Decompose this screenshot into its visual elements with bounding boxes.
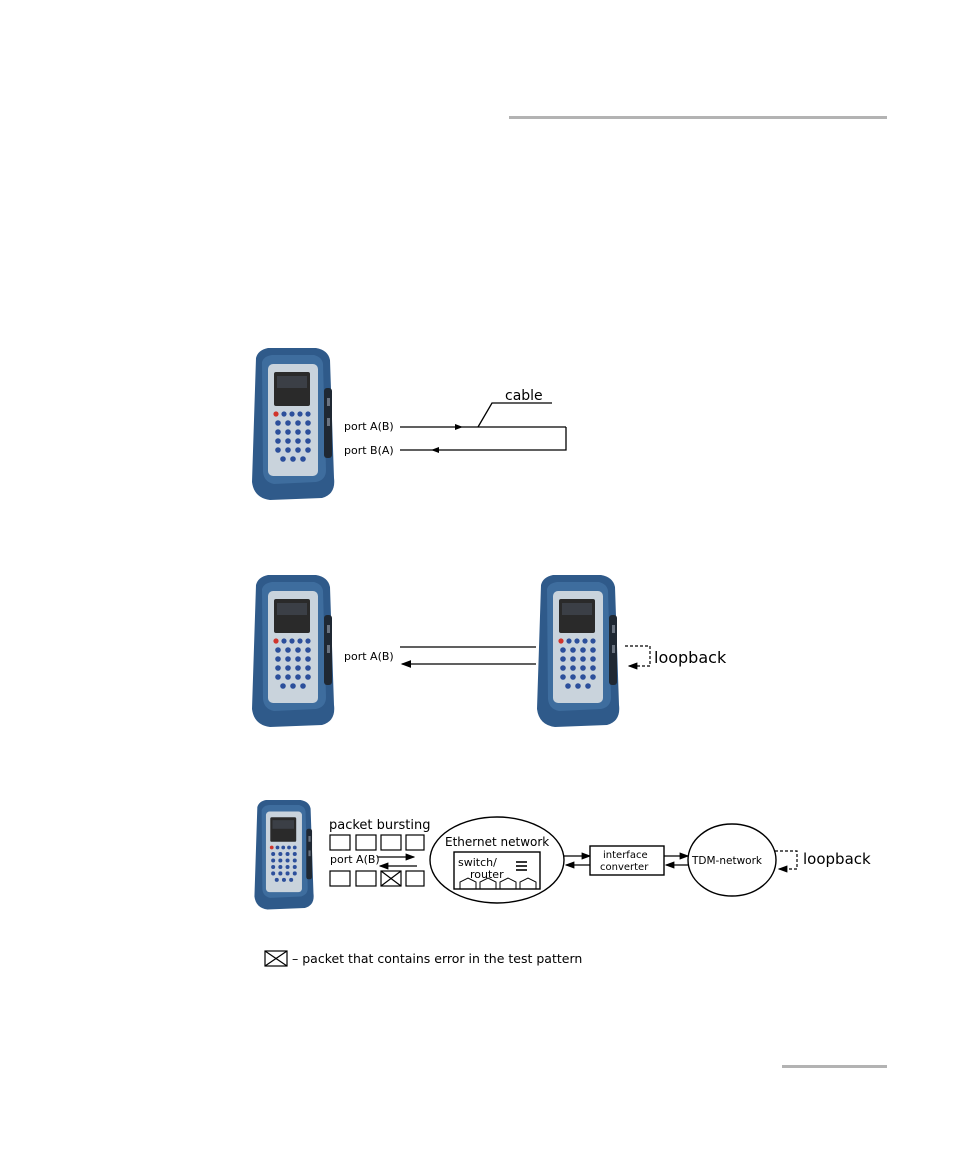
cable-line-return <box>400 427 566 450</box>
cable-pointer <box>478 403 552 427</box>
port-a-label: port A(B) <box>344 420 394 433</box>
tester-device-icon <box>537 575 619 727</box>
loopback-label: loopback <box>803 850 871 868</box>
tdm-label: TDM-network <box>691 855 763 867</box>
packet <box>330 835 350 850</box>
packet <box>356 835 376 850</box>
tester-device-icon <box>254 800 313 909</box>
packet <box>356 871 376 886</box>
cable-label: cable <box>505 388 543 404</box>
tester-device-icon <box>252 348 334 500</box>
packet-bursting-label: packet bursting <box>329 818 430 833</box>
packets-top <box>330 835 424 850</box>
legend-text: – packet that contains error in the test… <box>292 951 582 966</box>
ethernet-label: Ethernet network <box>445 835 549 849</box>
legend: – packet that contains error in the test… <box>265 951 582 966</box>
port-a-label: port A(B) <box>330 853 380 866</box>
loopback-arrow <box>625 646 650 666</box>
diagram-2: port A(B) loopback <box>252 575 727 727</box>
packet <box>406 835 424 850</box>
packet <box>381 835 401 850</box>
packet <box>406 871 424 886</box>
diagram-3: packet bursting port A(B) Ethernet netwo… <box>254 800 871 909</box>
port-a-label: port A(B) <box>344 650 394 663</box>
converter-label-2: converter <box>600 862 649 873</box>
error-packet-icon <box>265 951 287 966</box>
packet <box>330 871 350 886</box>
tester-device-icon <box>252 575 334 727</box>
diagram-1: cable port A(B) port B(A) <box>252 348 566 500</box>
loopback-label: loopback <box>654 648 727 667</box>
error-packet-icon <box>381 871 401 886</box>
loopback-arrow <box>775 851 797 869</box>
router-label: router <box>470 868 504 881</box>
converter-label-1: interface <box>603 850 648 861</box>
port-b-label: port B(A) <box>344 444 394 457</box>
packets-bottom <box>330 871 424 886</box>
